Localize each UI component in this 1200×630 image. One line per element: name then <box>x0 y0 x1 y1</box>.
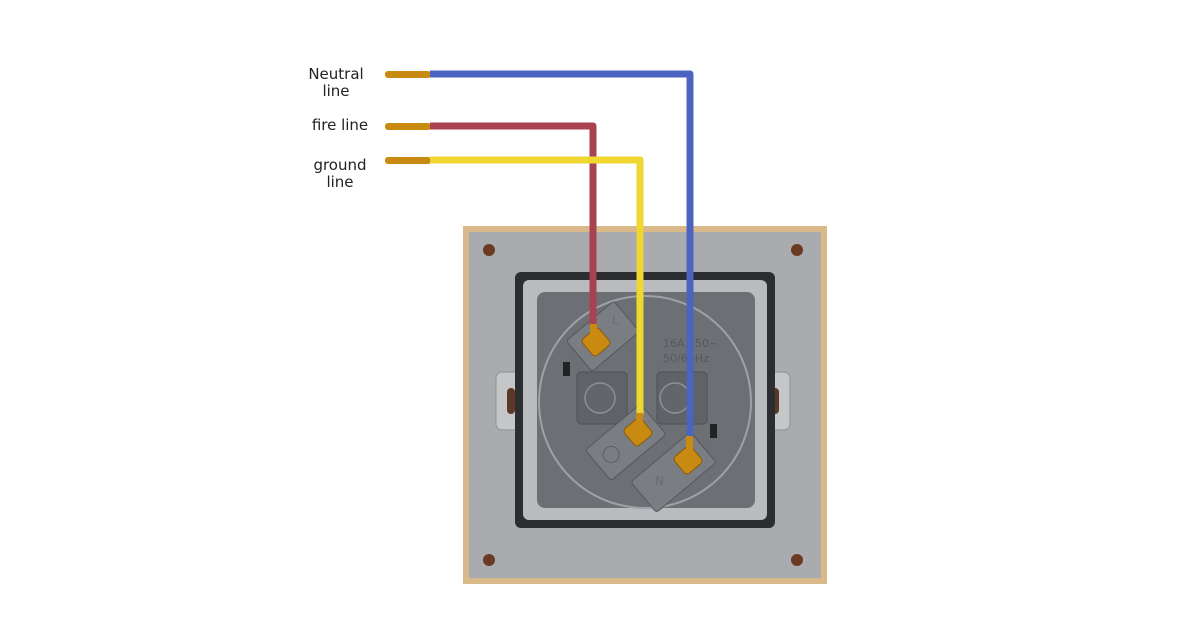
fire-wire <box>430 122 597 326</box>
ground-symbol-icon <box>602 445 620 463</box>
ground-wire <box>430 156 644 415</box>
neutral-label-line2: line <box>322 82 350 100</box>
ground-label-line1: ground <box>313 156 367 174</box>
ground-label-line2: line <box>326 173 354 191</box>
left-mount-slot <box>507 388 515 414</box>
screw-holes <box>483 244 803 566</box>
socket-round-outline <box>538 295 752 509</box>
terminal-live-label: L <box>612 313 619 327</box>
neutral-line-label: Neutral line <box>300 66 372 100</box>
fire-line-label: fire line <box>311 116 369 134</box>
terminal-neutral <box>631 432 716 512</box>
rating-line2: 50/60Hz <box>663 352 709 365</box>
terminal-neutral-label: N <box>655 474 664 488</box>
ground-line-label: ground line <box>300 157 380 191</box>
terminal-ground <box>586 404 666 481</box>
neutral-label-line1: Neutral <box>308 65 364 83</box>
neutral-wire <box>430 70 694 438</box>
copper-ends <box>385 71 431 164</box>
